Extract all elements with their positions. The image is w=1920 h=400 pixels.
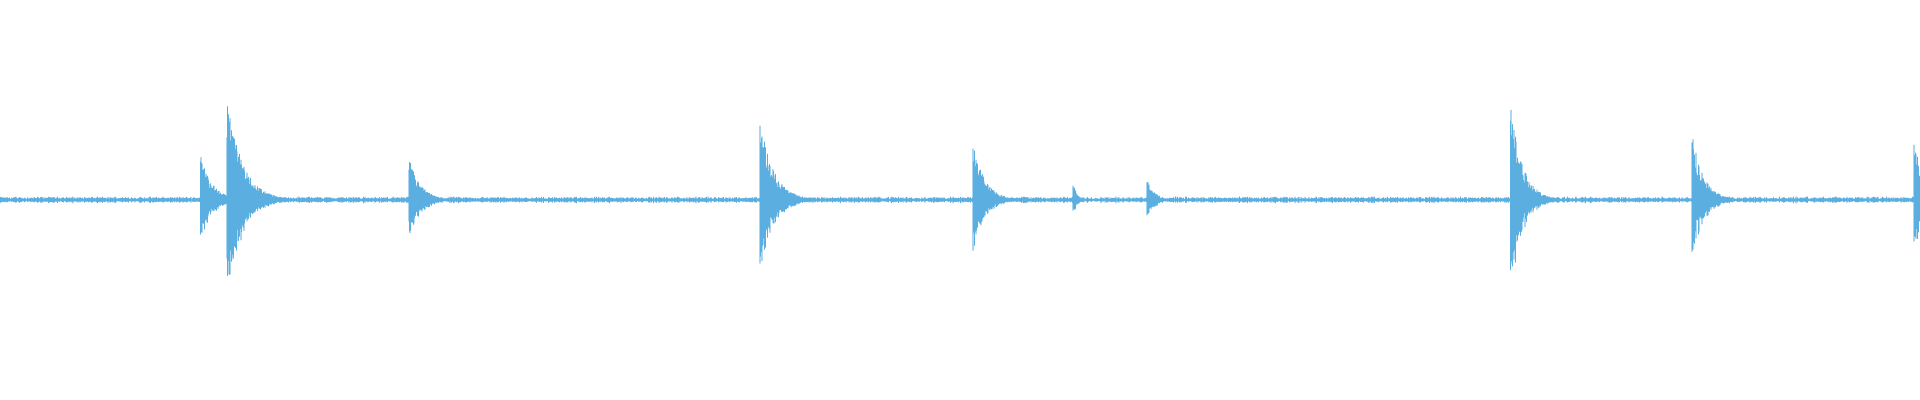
waveform-signal bbox=[0, 106, 1920, 276]
